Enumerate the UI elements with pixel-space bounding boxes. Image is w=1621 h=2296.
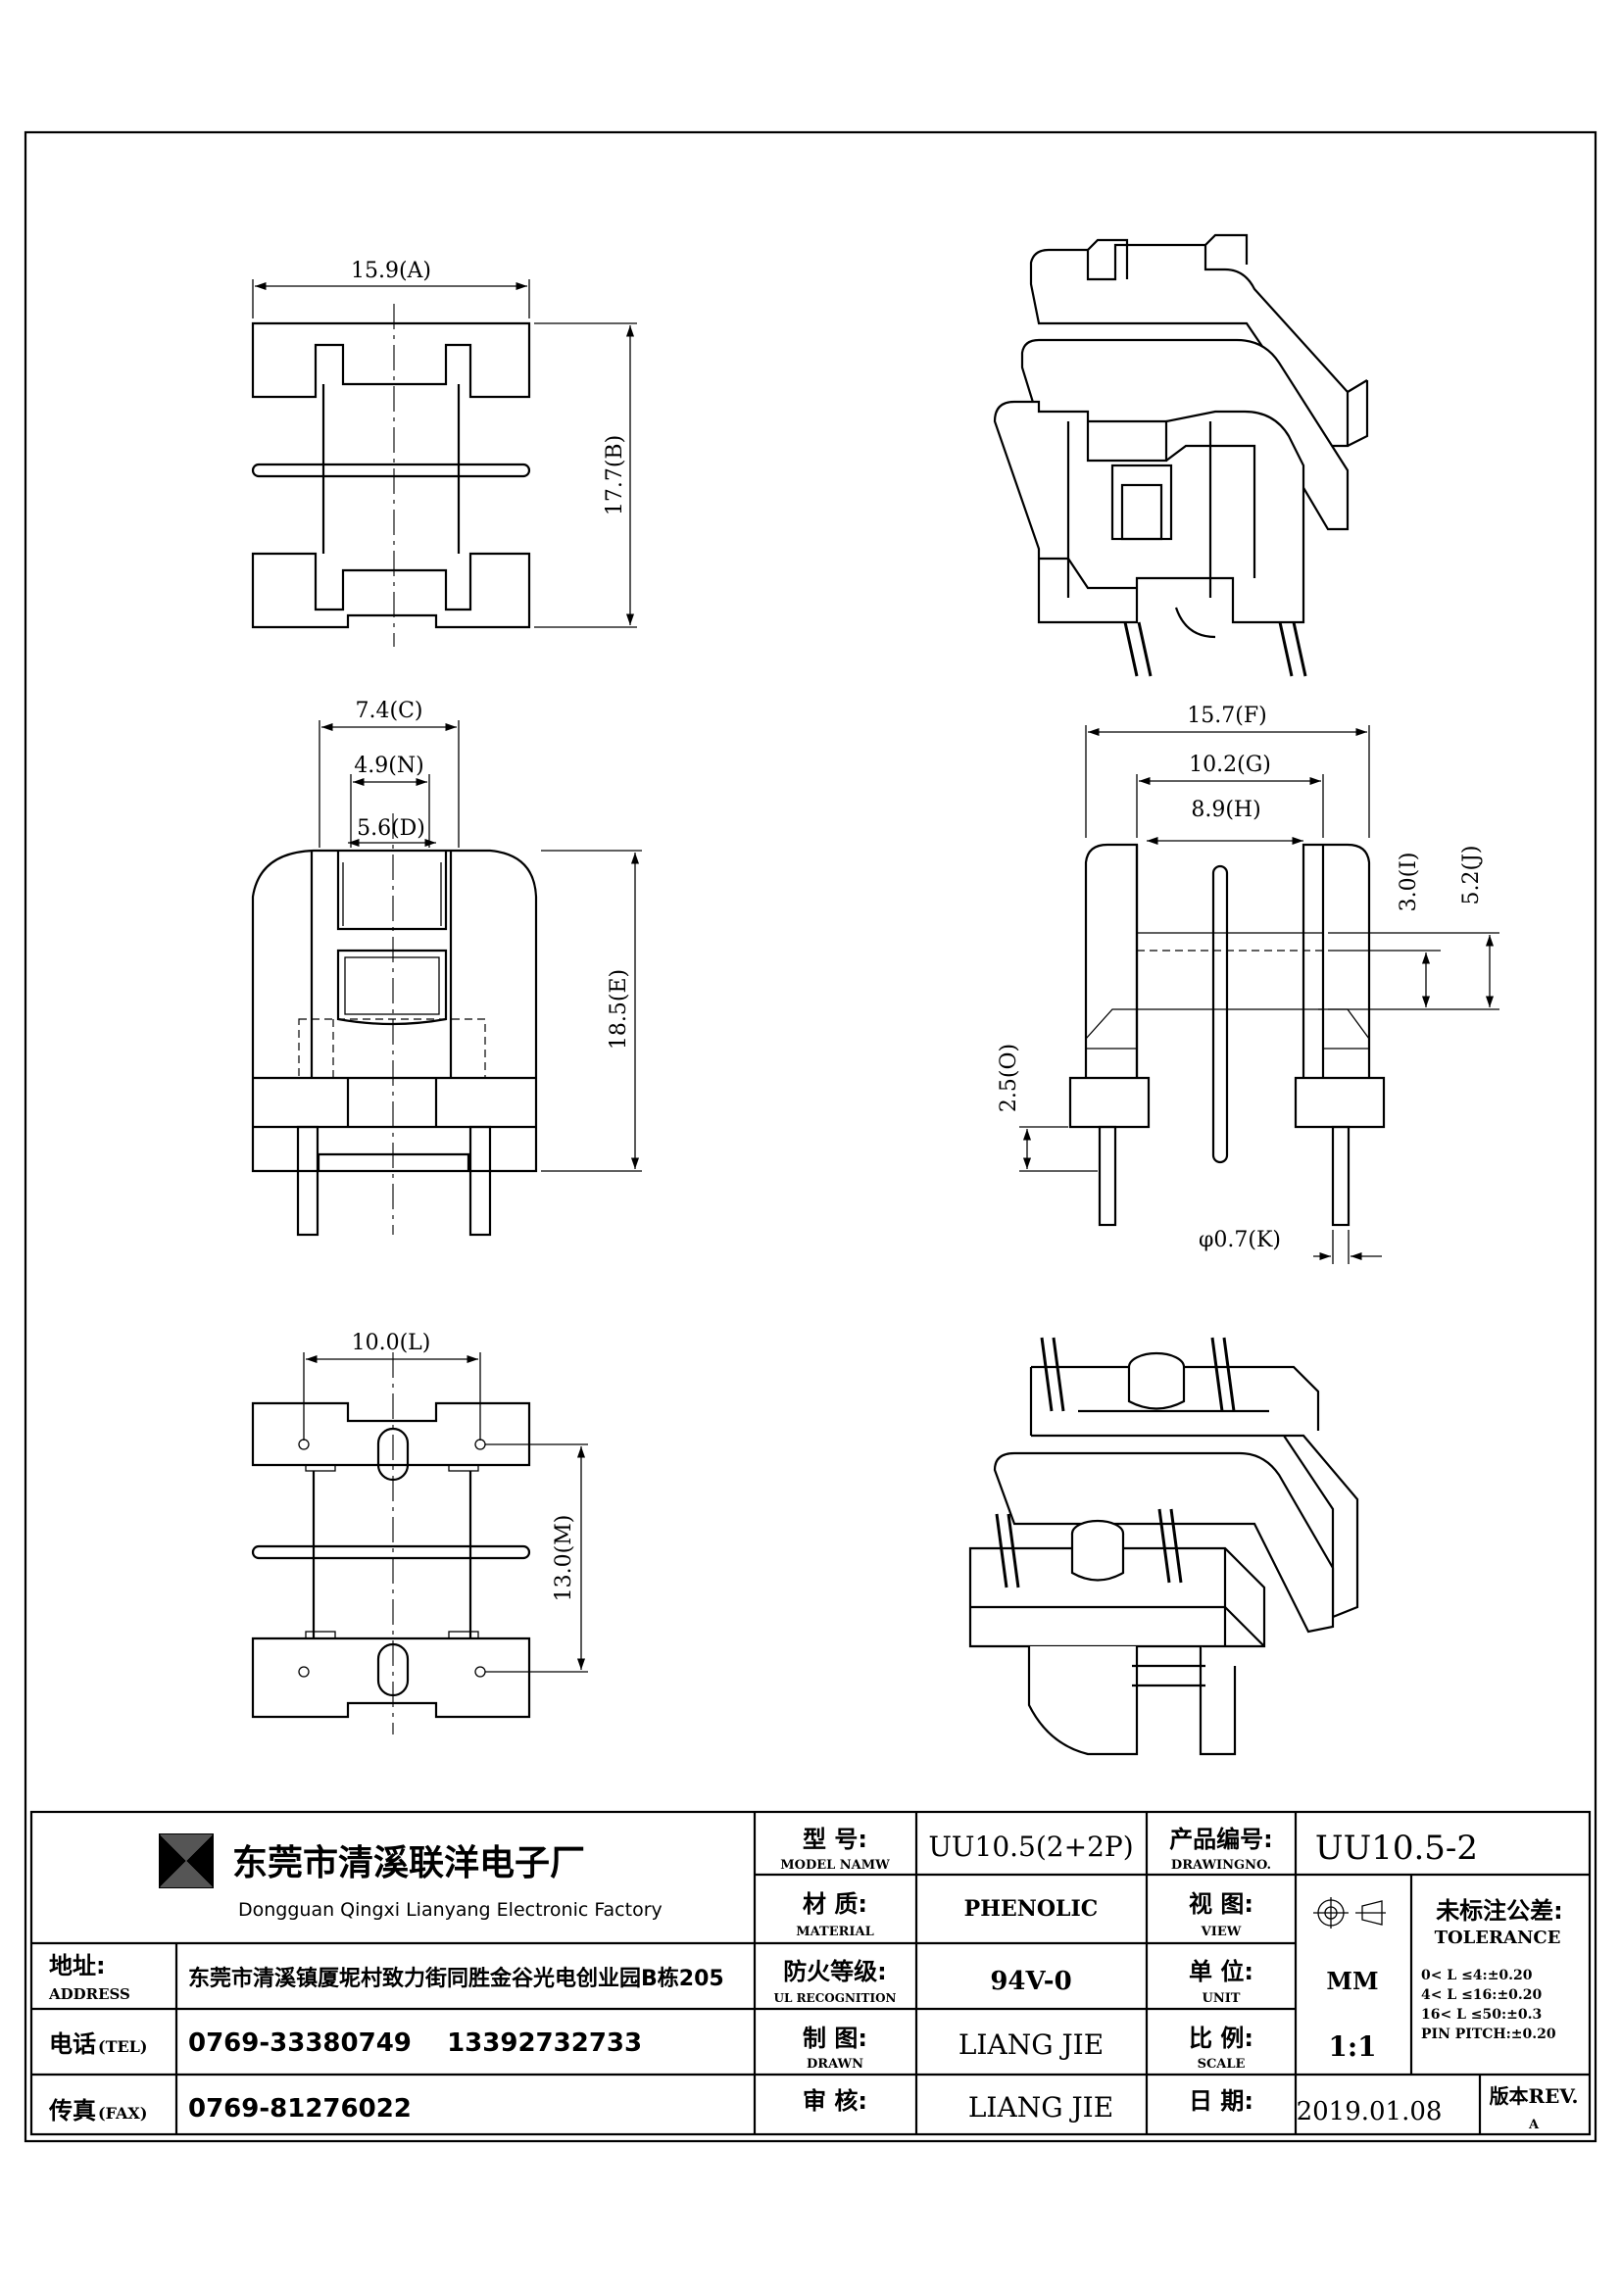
- approved-label: 审 核:: [803, 2087, 867, 2115]
- outer-frame: [24, 130, 1597, 2143]
- bottom-view: 10.0(L) 13.0(M): [251, 1331, 588, 1734]
- scale-label: 比 例:: [1189, 2025, 1253, 2052]
- drawn-label-en: DRAWN: [807, 2057, 863, 2072]
- isometric-view-top: [993, 233, 1369, 677]
- dim-b-label: 17.7(B): [603, 435, 627, 515]
- dim-n-label: 4.9(N): [354, 754, 423, 778]
- tolerance-line-4: PIN PITCH:±0.20: [1421, 2027, 1556, 2042]
- unit-label-en: UNIT: [1203, 1991, 1241, 2006]
- company-logo: [159, 1833, 214, 1888]
- drawing-no-value: UU10.5-2: [1315, 1829, 1478, 1868]
- material-value: PHENOLIC: [964, 1896, 1099, 1922]
- model-label: 型 号:: [803, 1826, 867, 1853]
- fax-value: 0769-81276022: [188, 2094, 412, 2124]
- tolerance-line-1: 0< L ≤4:±0.20: [1421, 1968, 1533, 1983]
- date-value: 2019.01.08: [1297, 2097, 1443, 2126]
- dim-l-label: 10.0(L): [352, 1331, 431, 1355]
- top-view: 15.9(A) 17.7(B): [251, 259, 637, 647]
- right-flange: [1302, 843, 1371, 1078]
- view-label: 视 图:: [1189, 1890, 1253, 1918]
- projection-symbol-icon: [1313, 1897, 1386, 1929]
- dim-m-label: 13.0(M): [552, 1515, 576, 1602]
- dim-c-label: 7.4(C): [356, 699, 423, 723]
- front-view: 7.4(C) 4.9(N) 5.6(D) 18.5(E): [251, 699, 642, 1237]
- dim-a-label: 15.9(A): [351, 259, 431, 283]
- tel-label: 电话: [49, 2030, 96, 2058]
- dim-g-label: 10.2(G): [1189, 753, 1271, 777]
- tolerance-label: 未标注公差:: [1436, 1897, 1563, 1925]
- dim-o-label: 2.5(O): [997, 1044, 1021, 1112]
- side-view: 15.7(F) 10.2(G) 8.9(H) 3.0(I) 5.2(J) 2.5…: [997, 704, 1499, 1264]
- fax-label-en: (FAX): [98, 2104, 147, 2123]
- rev-label: 版本REV.: [1490, 2084, 1579, 2108]
- model-label-en: MODEL NAMW: [780, 1858, 890, 1873]
- tel-value: 0769-33380749 13392732733: [188, 2028, 642, 2058]
- dim-e-label: 18.5(E): [607, 969, 631, 1050]
- address-value: 东莞市清溪镇厦坭村致力街同胜金谷光电创业园B栋205: [188, 1966, 724, 1991]
- top-flange: [251, 321, 531, 399]
- model-value: UU10.5(2+2P): [928, 1831, 1133, 1863]
- dim-j-label: 5.2(J): [1459, 846, 1484, 905]
- fax-label: 传真: [48, 2097, 96, 2125]
- front-flange-iso: [993, 400, 1305, 624]
- tolerance-line-3: 16< L ≤50:±0.3: [1421, 2007, 1542, 2023]
- ul-label-en: UL RECOGNITION: [774, 1991, 897, 2005]
- dim-f-label: 15.7(F): [1187, 704, 1266, 728]
- title-block: 东莞市清溪联洋电子厂 Dongguan Qingxi Lianyang Elec…: [29, 1810, 1592, 2136]
- middle-flange-iso: [1020, 338, 1350, 531]
- isometric-view-bottom: [968, 1337, 1359, 1756]
- address-label: 地址:: [49, 1952, 106, 1979]
- dim-k-label: φ0.7(K): [1199, 1228, 1281, 1252]
- unit-value: MM: [1326, 1967, 1378, 1995]
- drawn-value: LIANG JIE: [958, 2028, 1104, 2061]
- scale-value: 1:1: [1328, 2030, 1376, 2063]
- drawing-no-label-en: DRAWINGNO.: [1171, 1858, 1271, 1873]
- drawn-label: 制 图:: [803, 2025, 867, 2052]
- unit-label: 单 位:: [1189, 1958, 1253, 1985]
- drawing-no-label: 产品编号:: [1169, 1826, 1273, 1853]
- front-body: [251, 849, 538, 1173]
- tel-label-en: (TEL): [98, 2037, 148, 2056]
- dim-d-label: 5.6(D): [357, 816, 425, 841]
- bottom-flange: [251, 552, 531, 629]
- scale-label-en: SCALE: [1198, 2057, 1246, 2072]
- material-label: 材 质:: [803, 1890, 867, 1918]
- material-label-en: MATERIAL: [796, 1925, 873, 1939]
- upper-base: [251, 1401, 531, 1467]
- view-label-en: VIEW: [1201, 1925, 1242, 1939]
- address-label-en: ADDRESS: [48, 1985, 130, 2003]
- tolerance-line-2: 4< L ≤16:±0.20: [1421, 1987, 1543, 2003]
- ul-label: 防火等级:: [783, 1958, 887, 1985]
- lower-base: [251, 1637, 531, 1719]
- dim-i-label: 3.0(I): [1397, 853, 1421, 912]
- company-name-en: Dongguan Qingxi Lianyang Electronic Fact…: [238, 1899, 663, 1921]
- company-name-cn: 东莞市清溪联洋电子厂: [232, 1843, 585, 1883]
- ul-value: 94V-0: [990, 1967, 1071, 1996]
- back-flange: [1029, 243, 1350, 448]
- tolerance-label-en: TOLERANCE: [1435, 1928, 1561, 1948]
- approved-value: LIANG JIE: [968, 2091, 1113, 2124]
- rev-value: A: [1528, 2118, 1540, 2132]
- center-flange: [1211, 864, 1229, 1164]
- middle-flange: [251, 463, 531, 478]
- dim-h-label: 8.9(H): [1191, 798, 1260, 822]
- date-label: 日 期:: [1189, 2087, 1253, 2115]
- left-flange: [1084, 843, 1139, 1078]
